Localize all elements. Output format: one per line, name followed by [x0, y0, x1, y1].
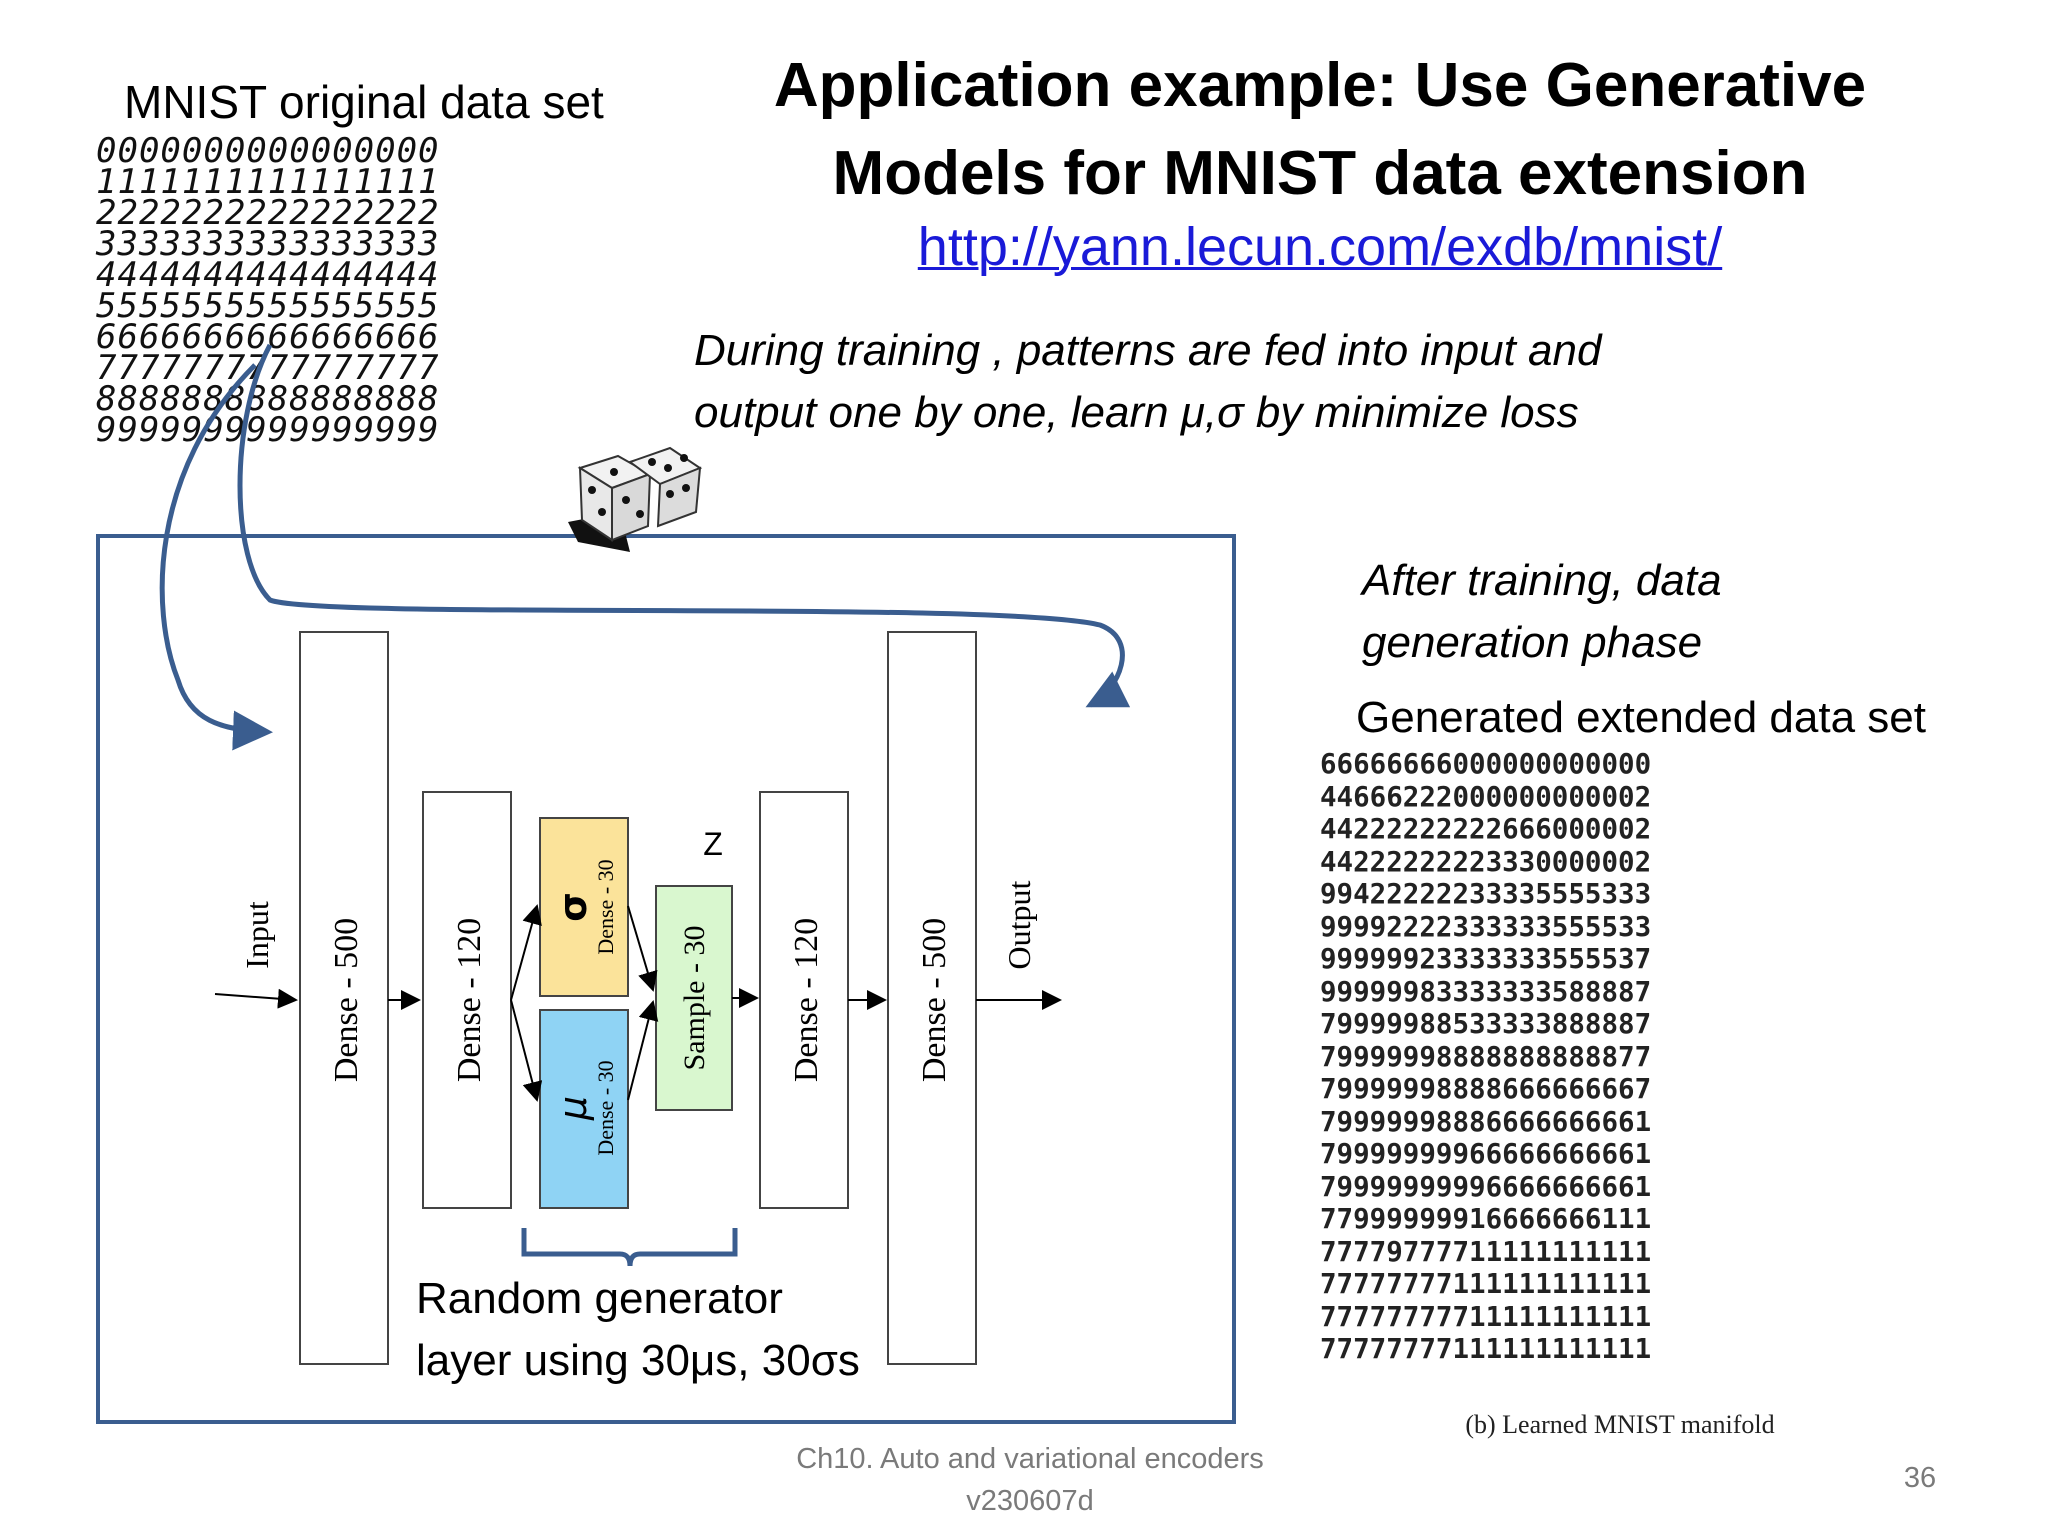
random-generator-brace — [521, 1228, 738, 1267]
mnist-digit-row: 5555555555555555 — [96, 286, 440, 326]
manifold-digit-row: 77777777111111111111 — [1320, 1268, 1652, 1300]
generated-set-label: Generated extended data set — [1356, 693, 1926, 742]
manifold-digit-row: 79999999966666666661 — [1320, 1138, 1652, 1170]
mu-symbol: μ — [551, 1096, 595, 1121]
mnist-digit-row: 9999999999999999 — [96, 410, 440, 450]
mnist-link[interactable]: http://yann.lecun.com/exdb/mnist/ — [917, 217, 1723, 277]
decoder-dense-500-label: Dense - 500 — [916, 918, 953, 1082]
encoder-dense-120-label: Dense - 120 — [451, 918, 488, 1082]
after-note-line-1: After training, data — [1362, 556, 1722, 605]
manifold-digit-row: 44222222223330000002 — [1320, 845, 1652, 878]
mnist-link-container: http://yann.lecun.com/exdb/mnist/ — [700, 212, 1940, 282]
mu-dense-box — [539, 1009, 629, 1209]
sample-label: Sample - 30 — [678, 926, 711, 1071]
mnist-digit-row: 8888888888888888 — [96, 379, 440, 419]
manifold-digit-row: 99999923333333555537 — [1320, 943, 1652, 975]
mnist-digit-row: 0000000000000000 — [96, 131, 440, 171]
encoder-dense-500-label: Dense - 500 — [328, 918, 365, 1082]
flow-arrows — [214, 904, 1062, 1102]
training-note: During training , patterns are fed into … — [694, 320, 1601, 444]
manifold-digit-row: 79999998886666666661 — [1320, 1105, 1652, 1138]
encoder-dense-500-box — [299, 631, 389, 1365]
manifold-digit-row: 99999983333333588887 — [1320, 975, 1652, 1008]
mnist-digit-row: 1111111111111111 — [96, 162, 440, 202]
after-note-line-2: generation phase — [1362, 618, 1703, 667]
input-feed-arrow — [159, 363, 273, 751]
mnist-digit-row: 4444444444444444 — [96, 255, 440, 295]
input-label: Input — [239, 901, 275, 969]
manifold-caption: (b) Learned MNIST manifold — [1465, 1410, 1775, 1439]
mnist-digit-row: 7777777777777777 — [96, 348, 440, 388]
manifold-digit-row: 77777777111111111111 — [1320, 1333, 1652, 1365]
manifold-digit-row: 79999998888666666667 — [1320, 1073, 1652, 1105]
title-line-1: Application example: Use Generative — [773, 51, 1867, 120]
manifold-digit-row: 44666222000000000002 — [1320, 780, 1652, 813]
decoder-dense-500-box — [887, 631, 977, 1365]
decoder-dense-120-label: Dense - 120 — [788, 918, 825, 1082]
random-generator-line-2: layer using 30μs, 30σs — [416, 1336, 860, 1385]
manifold-digit-row: 77779777711111111111 — [1320, 1235, 1652, 1268]
manifold-digit-row: 99992222333333555533 — [1320, 910, 1652, 943]
training-note-line-2: output one by one, learn μ,σ by minimize… — [694, 388, 1579, 437]
after-training-note: After training, data generation phase — [1362, 550, 1722, 674]
manifold-digit-row: 77999999916666666111 — [1320, 1203, 1652, 1235]
manifold-digit-row: 79999988533333888887 — [1320, 1008, 1652, 1040]
page-number: 36 — [1903, 1462, 1937, 1494]
training-note-line-1: During training , patterns are fed into … — [694, 326, 1602, 375]
output-label: Output — [1001, 880, 1037, 969]
random-generator-label: Random generator layer using 30μs, 30σs — [416, 1268, 860, 1392]
manifold-digit-row: 77777777711111111111 — [1320, 1300, 1652, 1333]
sample-box — [655, 885, 733, 1111]
manifold-digit-row: 44222222222666000002 — [1320, 813, 1652, 845]
sigma-dense-label: Dense - 30 — [593, 859, 618, 954]
manifold-digit-row: 99422222233335555333 — [1320, 878, 1652, 910]
sigma-symbol: σ — [551, 892, 595, 922]
manifold-digit-row: 79999998888888888877 — [1320, 1040, 1652, 1073]
footer-line-2: v230607d — [966, 1485, 1094, 1517]
slide-title: Application example: Use Generative Mode… — [700, 42, 1940, 218]
manifold-digit-row: 66666666000000000000 — [1320, 748, 1652, 780]
output-feed-arrow — [237, 343, 1131, 708]
footer-line-1: Ch10. Auto and variational encoders — [796, 1443, 1264, 1475]
z-label: Z — [703, 826, 723, 862]
mu-dense-label: Dense - 30 — [593, 1060, 618, 1155]
dice-icon — [568, 446, 703, 552]
footer: Ch10. Auto and variational encoders v230… — [730, 1438, 1330, 1522]
manifold-digit-row: 79999999996666666661 — [1320, 1170, 1652, 1203]
mnist-original-label: MNIST original data set — [124, 76, 604, 128]
encoder-dense-120-box — [422, 791, 512, 1209]
mnist-digit-row: 2222222222222222 — [96, 193, 440, 233]
sigma-dense-box — [539, 817, 629, 997]
network-frame — [96, 534, 1236, 1424]
random-generator-line-1: Random generator — [416, 1274, 783, 1323]
mnist-digit-row: 3333333333333333 — [96, 224, 440, 264]
title-line-2: Models for MNIST data extension — [832, 139, 1808, 208]
